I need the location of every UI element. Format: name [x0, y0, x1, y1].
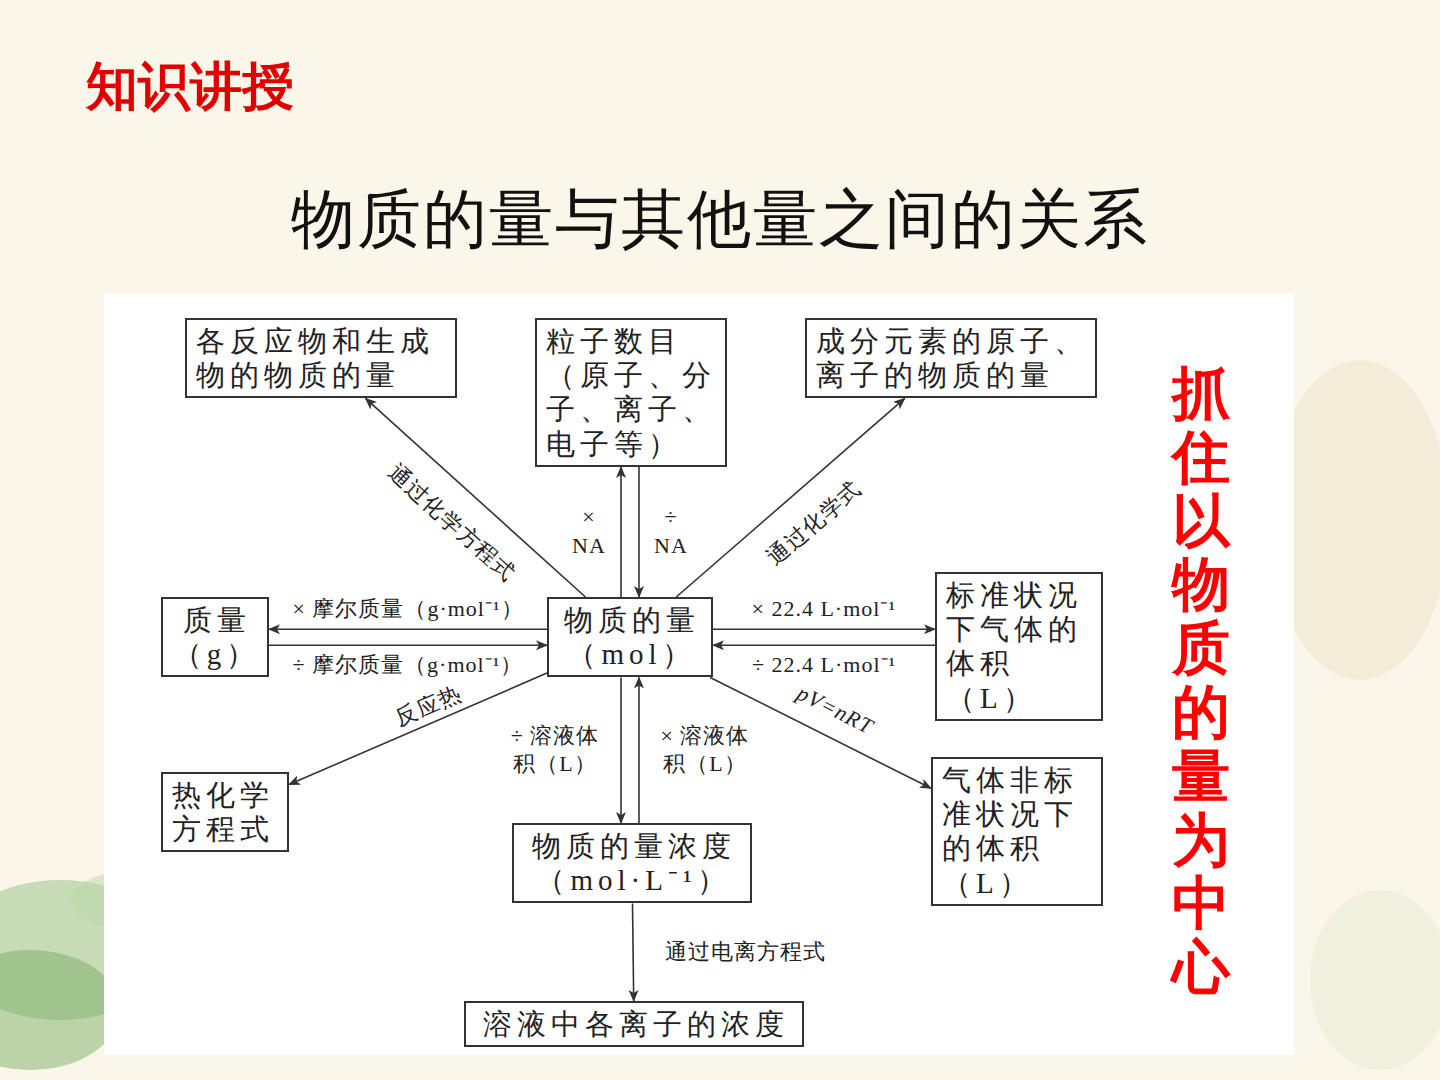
- edge-label: × 溶液体积（L）: [648, 722, 762, 779]
- edge-label: ÷ 溶液体积（L）: [498, 722, 612, 779]
- concept-box: 标准状况下气体的体积（L）: [935, 572, 1103, 721]
- box-text: 质量（g）: [172, 603, 261, 671]
- box-text: 热化学方程式: [172, 778, 281, 846]
- connector-arrow: [638, 677, 640, 823]
- box-text: 成分元素的原子、离子的物质的量: [816, 324, 1089, 392]
- edge-label: × NA: [566, 503, 612, 560]
- page-heading: 物质的量与其他量之间的关系: [0, 176, 1440, 263]
- connector-arrow: [713, 628, 935, 630]
- box-text: 粒子数目（原子、分子、离子、电子等）: [546, 324, 719, 461]
- concept-box: 物质的量（mol）: [547, 597, 713, 677]
- connector-arrow: [620, 677, 622, 823]
- edge-label: ÷ NA: [648, 503, 694, 560]
- section-kicker: 知识讲授: [86, 52, 294, 122]
- box-text: 标准状况下气体的体积（L）: [946, 578, 1095, 715]
- concept-box: 气体非标准状况下的体积（L）: [931, 757, 1103, 906]
- edge-label: ÷ 22.4 L·mol⁻¹: [749, 651, 899, 680]
- box-text: 气体非标准状况下的体积（L）: [942, 763, 1095, 900]
- connector-arrow: [632, 903, 633, 1001]
- edge-label: × 摩尔质量（g·mol⁻¹）: [290, 595, 527, 624]
- vertical-slogan: 抓住以物质的量为中心: [1172, 362, 1230, 1000]
- connector-arrow: [620, 467, 622, 597]
- connector-arrow: [713, 644, 935, 646]
- concept-box: 物质的量浓度（mol·L⁻¹）: [512, 823, 752, 903]
- connector-arrow: [638, 467, 640, 597]
- concept-box: 成分元素的原子、离子的物质的量: [805, 318, 1097, 398]
- connector-arrow: [269, 628, 547, 630]
- concept-box: 溶液中各离子的浓度: [464, 1001, 804, 1047]
- edge-label: ÷ 摩尔质量（g·mol⁻¹）: [290, 651, 527, 680]
- concept-box: 质量（g）: [161, 597, 269, 677]
- box-text: 各反应物和生成物的物质的量: [196, 324, 449, 392]
- box-text: 溶液中各离子的浓度: [475, 1007, 796, 1041]
- connector-arrow: [269, 644, 547, 646]
- box-text: 物质的量浓度（mol·L⁻¹）: [523, 829, 744, 897]
- concept-box: 各反应物和生成物的物质的量: [185, 318, 457, 398]
- edge-label: × 22.4 L·mol⁻¹: [749, 595, 900, 624]
- concept-box: 热化学方程式: [161, 772, 289, 852]
- edge-label: 通过电离方程式: [662, 938, 829, 967]
- box-text: 物质的量（mol）: [558, 603, 705, 671]
- concept-box: 粒子数目（原子、分子、离子、电子等）: [535, 318, 727, 467]
